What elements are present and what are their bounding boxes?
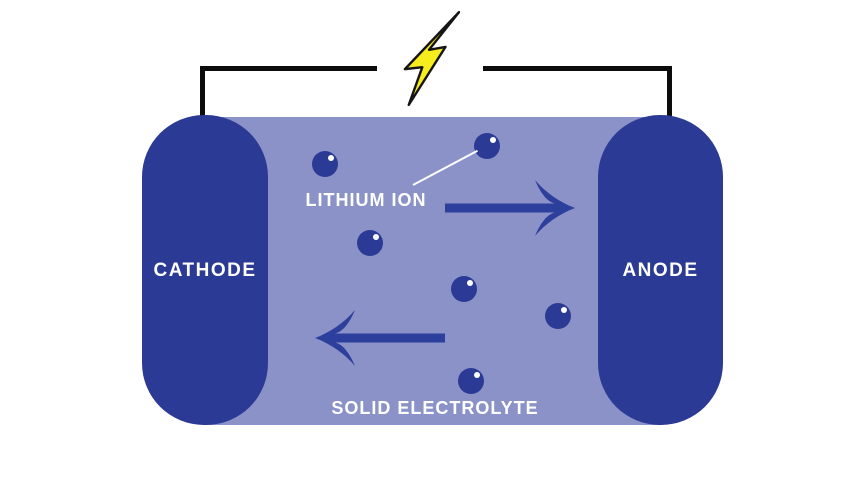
- ion-highlight: [467, 280, 473, 286]
- lithium-ion-particle: [357, 230, 383, 256]
- cathode-label: CATHODE: [153, 260, 257, 281]
- wire-right-horizontal: [483, 66, 672, 71]
- wire-cathode-vertical: [200, 66, 205, 119]
- lithium-ion-particle: [451, 276, 477, 302]
- solid-electrolyte-region: [205, 117, 660, 425]
- wire-anode-vertical: [667, 66, 672, 118]
- wire-left-horizontal: [200, 66, 377, 71]
- anode-electrode: [598, 115, 723, 425]
- anode-label: ANODE: [622, 260, 699, 281]
- solid-electrolyte-label: SOLID ELECTROLYTE: [331, 398, 539, 418]
- lithium-ion-particle: [545, 303, 571, 329]
- arrow-right-icon: [445, 180, 575, 236]
- ion-highlight: [373, 234, 379, 240]
- lithium-ion-label: LITHIUM ION: [305, 190, 427, 210]
- arrow-left-icon: [315, 310, 445, 366]
- lightning-bolt-icon: [403, 10, 460, 107]
- cathode-electrode: [142, 115, 268, 425]
- ion-highlight: [328, 155, 334, 161]
- ion-highlight: [474, 372, 480, 378]
- ion-highlight: [490, 137, 496, 143]
- lithium-ion-particle: [458, 368, 484, 394]
- ion-highlight: [561, 307, 567, 313]
- lithium-ion-particle: [312, 151, 338, 177]
- lithium-ion-particle: [474, 133, 500, 159]
